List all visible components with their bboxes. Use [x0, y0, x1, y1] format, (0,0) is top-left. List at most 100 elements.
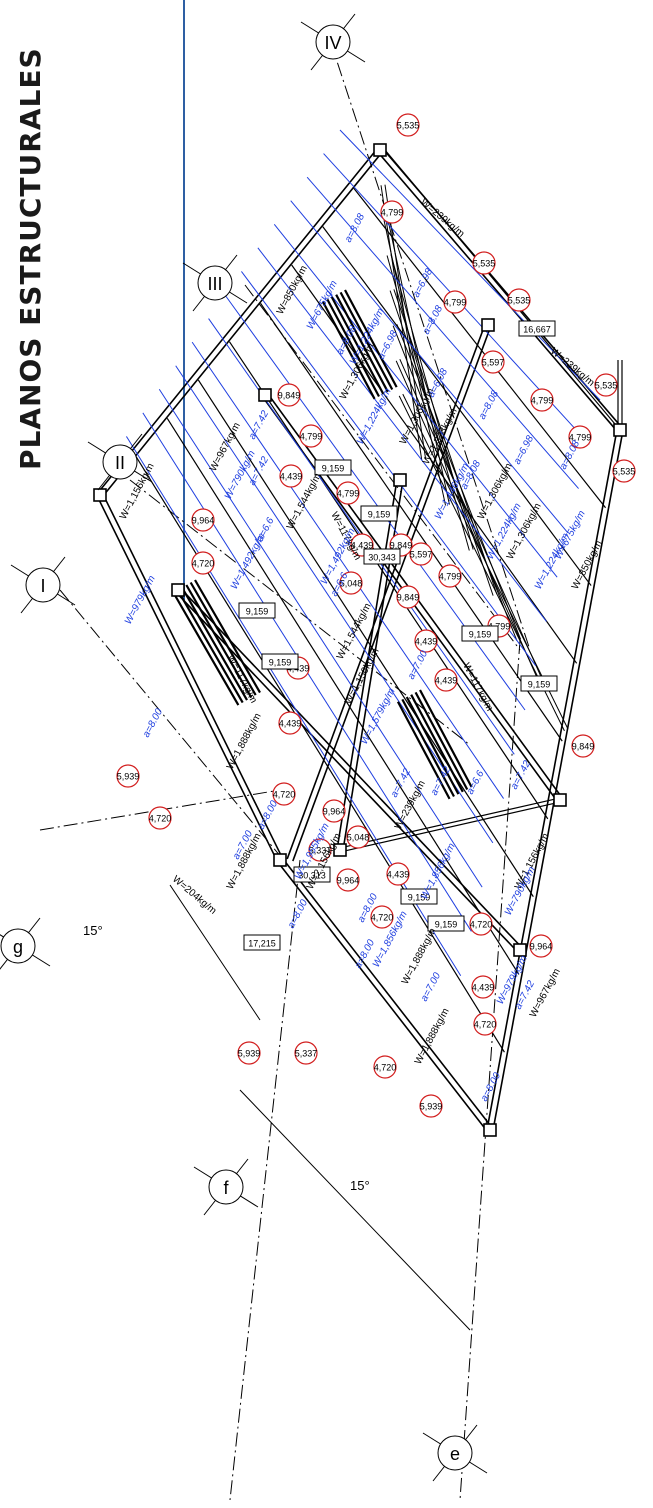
load-label: W=979kg/m	[123, 574, 158, 627]
circled-value-text: 4,720	[192, 559, 215, 569]
value-circle	[373, 1055, 397, 1079]
dimension-line	[239, 1089, 471, 1331]
circled-value: 5,597	[409, 542, 433, 566]
value-box	[293, 866, 331, 883]
spacing-label: a=7.42	[247, 409, 271, 442]
boxed-value-text: 9,159	[246, 607, 269, 617]
circled-value-text: 9,849	[278, 391, 301, 401]
beam-load-label: W=1,323kg/m	[421, 407, 460, 467]
circled-value: 4,439	[386, 862, 410, 886]
circled-value: 4,439	[434, 668, 458, 692]
beam-load-label: W=1,888kg/m	[413, 1007, 452, 1067]
boxed-value: 9,159	[261, 653, 299, 670]
load-line	[241, 271, 537, 667]
column	[513, 943, 527, 957]
circled-value-text: 5,939	[420, 1102, 443, 1112]
circled-value: 4,720	[373, 1055, 397, 1079]
spacing-label: a=7.00	[419, 971, 443, 1004]
value-box	[520, 675, 558, 692]
beam	[340, 801, 561, 853]
circled-value: 4,799	[568, 425, 592, 449]
load-line	[339, 129, 601, 401]
value-circle	[409, 542, 433, 566]
circled-value: 5,535	[507, 288, 531, 312]
circled-value: 9,964	[191, 508, 215, 532]
column	[481, 318, 495, 332]
circled-value-text: 5,597	[410, 550, 433, 560]
value-circle	[472, 251, 496, 275]
value-circle	[191, 508, 215, 532]
circled-value: 5,535	[396, 113, 420, 137]
value-circle	[116, 764, 140, 788]
axis-circle	[102, 444, 138, 480]
value-circle	[272, 782, 296, 806]
circled-value-text: 5,337	[295, 1049, 318, 1059]
value-circle	[294, 1041, 318, 1065]
boxed-value-text: 9,159	[469, 630, 492, 640]
joist	[166, 418, 520, 975]
circled-value-text: 9,849	[397, 593, 420, 603]
circled-value: 4,799	[336, 481, 360, 505]
circled-value: 4,799	[530, 388, 554, 412]
circled-value-text: 4,439	[435, 676, 458, 686]
value-circle	[336, 481, 360, 505]
circled-value: 9,849	[571, 734, 595, 758]
circled-value-text: 4,720	[273, 790, 296, 800]
circled-value-text: 4,720	[470, 920, 493, 930]
circled-value: 9,849	[396, 585, 420, 609]
value-circle	[339, 571, 363, 595]
axis-circle	[208, 1169, 244, 1205]
value-circle	[612, 459, 636, 483]
axis-label: I	[40, 576, 45, 596]
value-box	[427, 915, 465, 932]
circled-value: 4,720	[191, 551, 215, 575]
circled-value-text: 4,799	[444, 298, 467, 308]
circled-value: 4,720	[473, 1012, 497, 1036]
spacing-label: a=6.98	[512, 434, 536, 467]
beam-load-label: W=117kg/m	[460, 661, 495, 713]
circled-value-text: 5,337	[309, 846, 332, 856]
circled-value: 5,337	[294, 1041, 318, 1065]
boxed-value: 9,159	[427, 915, 465, 932]
circled-value: 4,439	[414, 629, 438, 653]
boxed-value-text: 9,159	[435, 920, 458, 930]
hatch-line	[414, 691, 469, 790]
beam	[97, 147, 379, 494]
axis-line	[329, 39, 531, 651]
hatch-line	[326, 298, 380, 398]
circled-value-text: 5,048	[347, 833, 370, 843]
circled-value-text: 4,799	[439, 572, 462, 582]
axis-circle	[0, 928, 36, 964]
dimension-line	[169, 884, 261, 1021]
axis-bubble: I	[10, 556, 76, 614]
circled-value: 4,799	[438, 564, 462, 588]
spacing-label: a=7.00	[406, 649, 430, 682]
value-circle	[237, 1041, 261, 1065]
circled-value: 4,720	[370, 905, 394, 929]
circled-value-text: 9,849	[390, 541, 413, 551]
axis-bubble: e	[422, 1424, 488, 1482]
joist	[353, 187, 607, 509]
boxed-value-text: 9,159	[322, 464, 345, 474]
boxed-value: 9,159	[360, 505, 398, 522]
axis-line	[459, 639, 521, 1501]
circled-value: 5,939	[419, 1094, 443, 1118]
column	[333, 843, 347, 857]
load-line	[175, 365, 494, 844]
beam-load-label: W=967kg/m	[528, 967, 563, 1020]
circled-value: 5,939	[237, 1041, 261, 1065]
axis-circle	[197, 265, 233, 301]
circled-value: 4,439	[471, 975, 495, 999]
value-circle	[308, 838, 332, 862]
value-circle	[346, 825, 370, 849]
title-rule	[183, 0, 185, 600]
beam-load-label: W=967kg/m	[208, 421, 243, 474]
boxed-value: 9,159	[238, 602, 276, 619]
boxed-value-text: 30,343	[368, 553, 396, 563]
axis-circle	[437, 1435, 473, 1471]
hatch-line	[172, 591, 240, 706]
axis-line	[229, 859, 301, 1501]
circled-value: 5,939	[116, 764, 140, 788]
beam	[336, 479, 398, 850]
circled-value-text: 4,439	[351, 541, 374, 551]
